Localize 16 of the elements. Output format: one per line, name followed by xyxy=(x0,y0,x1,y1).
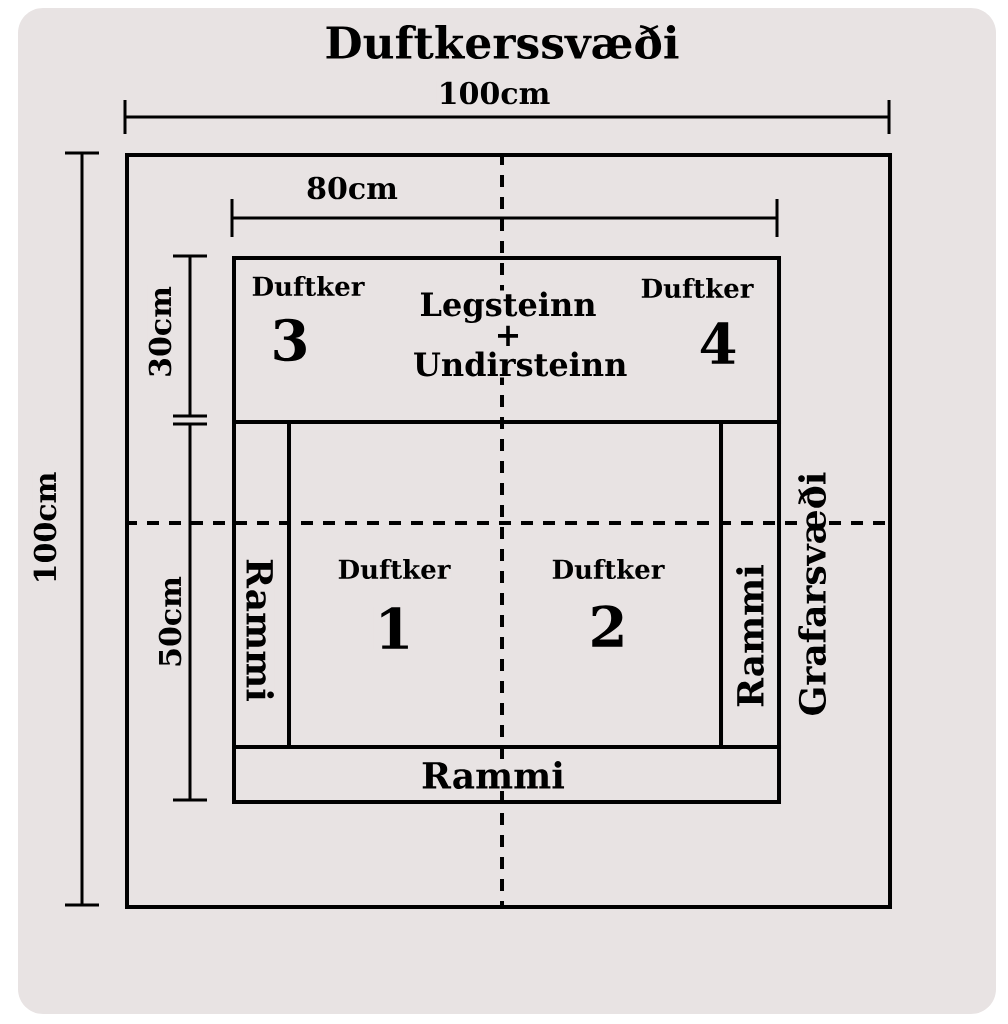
title: Duftkerssvæði xyxy=(326,24,679,60)
dimension-label: 100cm xyxy=(436,80,552,106)
frame-label: Rammi xyxy=(420,760,566,790)
frame-label: Rammi xyxy=(245,557,275,703)
headstone-label: Legsteinn + Undirsteinn xyxy=(414,290,627,378)
urn-number: 4 xyxy=(697,321,739,365)
urn-number: 2 xyxy=(587,604,629,648)
frame-strip xyxy=(232,745,781,804)
dimension-label: 100cm xyxy=(32,470,58,586)
area-label: Grafarsvæði xyxy=(797,470,827,718)
urn-number: 3 xyxy=(269,317,311,363)
dimension-label: 30cm xyxy=(147,285,173,379)
urn-number: 1 xyxy=(373,606,415,650)
dimension-label: 80cm xyxy=(305,175,399,201)
dimension-label: 50cm xyxy=(157,575,183,669)
frame-label: Rammi xyxy=(735,563,765,709)
